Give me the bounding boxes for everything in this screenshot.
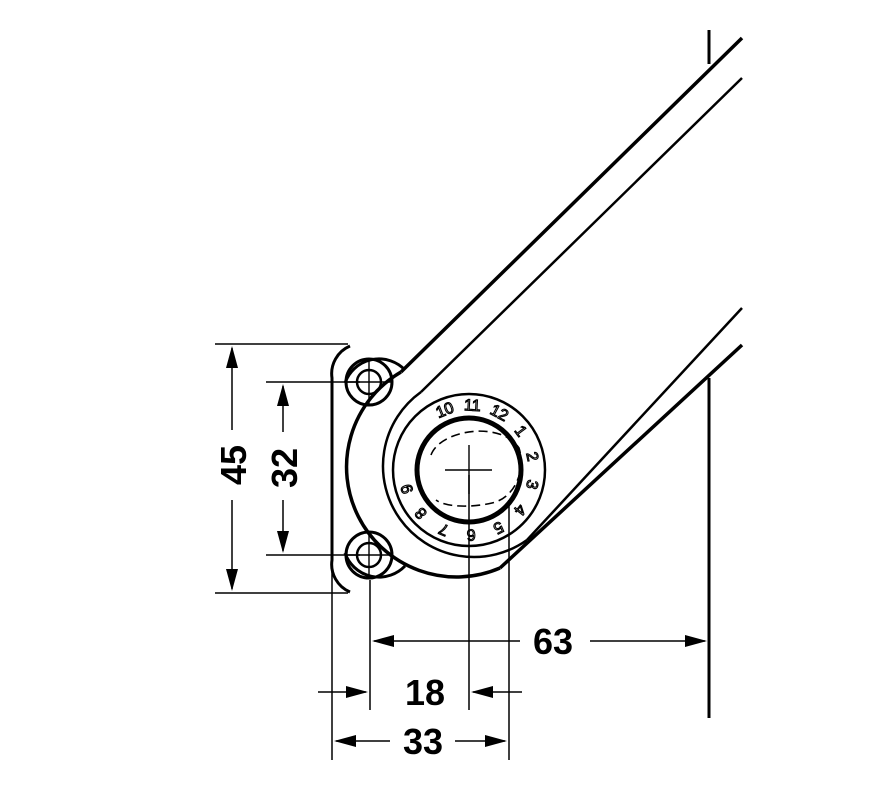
dimension-18 — [318, 686, 522, 698]
dial-number: 6 — [466, 525, 476, 542]
dimension-45-label: 45 — [213, 445, 254, 485]
dial-number: 10 — [434, 399, 457, 421]
dimension-18-label: 18 — [405, 672, 445, 713]
dimension-33-label: 33 — [403, 721, 443, 762]
dimension-33 — [334, 735, 507, 747]
dial-number: 11 — [464, 397, 482, 415]
dimension-45 — [215, 343, 348, 594]
dimension-63 — [372, 635, 707, 647]
dimension-32 — [266, 381, 360, 556]
dimension-32-label: 32 — [264, 448, 305, 488]
dial-number: 2 — [522, 451, 540, 463]
dimension-63-label: 63 — [533, 621, 573, 662]
extension-lines — [331, 475, 510, 760]
